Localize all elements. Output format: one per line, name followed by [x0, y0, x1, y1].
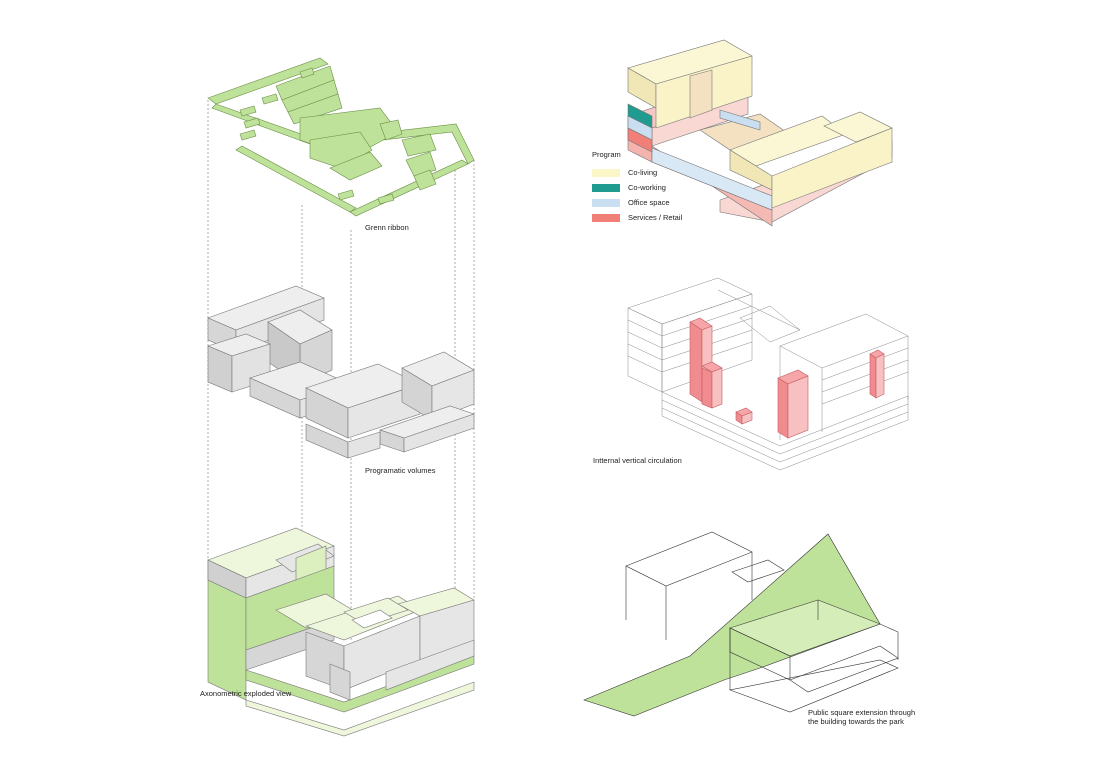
legend-item: Co-working — [592, 180, 682, 195]
legend-swatch — [592, 213, 620, 222]
program-legend: Program Co-living Co-working Office spac… — [592, 150, 682, 225]
programmatic-volumes-drawing — [207, 285, 475, 459]
caption-public-square-1: Public square extension through — [808, 708, 916, 717]
program-massing-drawing — [627, 39, 893, 227]
legend-swatch — [592, 168, 620, 177]
caption-public-square-2: the building towards the park — [808, 717, 904, 726]
exploded-view-drawing — [207, 527, 475, 737]
public-square-drawing — [583, 531, 899, 717]
legend-item: Services / Retail — [592, 210, 682, 225]
caption-exploded-view: Axonometric exploded view — [200, 689, 292, 698]
legend-label: Co-working — [628, 183, 666, 192]
legend-swatch — [592, 183, 620, 192]
caption-circulation: Intternal vertical circulation — [593, 456, 682, 465]
green-ribbon-drawing — [207, 57, 475, 217]
circulation-cores — [689, 317, 885, 439]
caption-programmatic-volumes: Programatic volumes — [365, 466, 436, 475]
legend-label: Office space — [628, 198, 670, 207]
legend-item: Office space — [592, 195, 682, 210]
legend-label: Services / Retail — [628, 213, 683, 222]
legend-item: Co-living — [592, 165, 682, 180]
caption-green-ribbon: Grenn ribbon — [365, 223, 409, 232]
legend-swatch — [592, 198, 620, 207]
circulation-wireframe-drawing — [627, 277, 909, 471]
legend-label: Co-living — [628, 168, 658, 177]
legend-title: Program — [592, 150, 621, 159]
